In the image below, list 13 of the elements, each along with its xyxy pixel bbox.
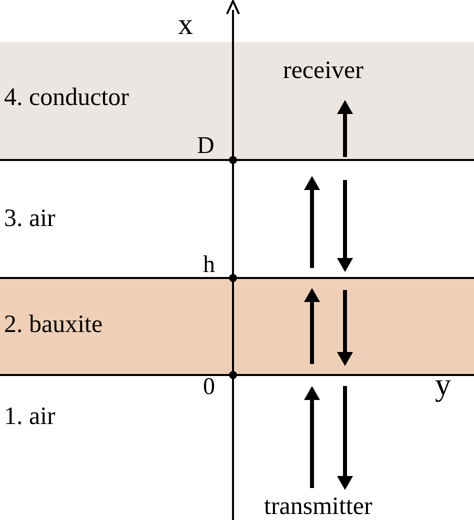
layer-label: 1. air bbox=[4, 403, 56, 431]
origin-label: 0 bbox=[203, 375, 215, 399]
transmitter-label: transmitter bbox=[264, 494, 372, 519]
boundary-label: D bbox=[197, 134, 214, 158]
layer-label: 3. air bbox=[4, 205, 56, 233]
layer-label: 4. conductor bbox=[4, 84, 129, 112]
layer-band bbox=[0, 42, 474, 160]
axis-label: y bbox=[435, 368, 451, 400]
layer-band bbox=[0, 278, 474, 375]
receiver-label: receiver bbox=[283, 58, 364, 83]
boundary-label: h bbox=[203, 253, 215, 277]
axis-label: x bbox=[178, 10, 193, 40]
layer-label: 2. bauxite bbox=[4, 311, 103, 339]
